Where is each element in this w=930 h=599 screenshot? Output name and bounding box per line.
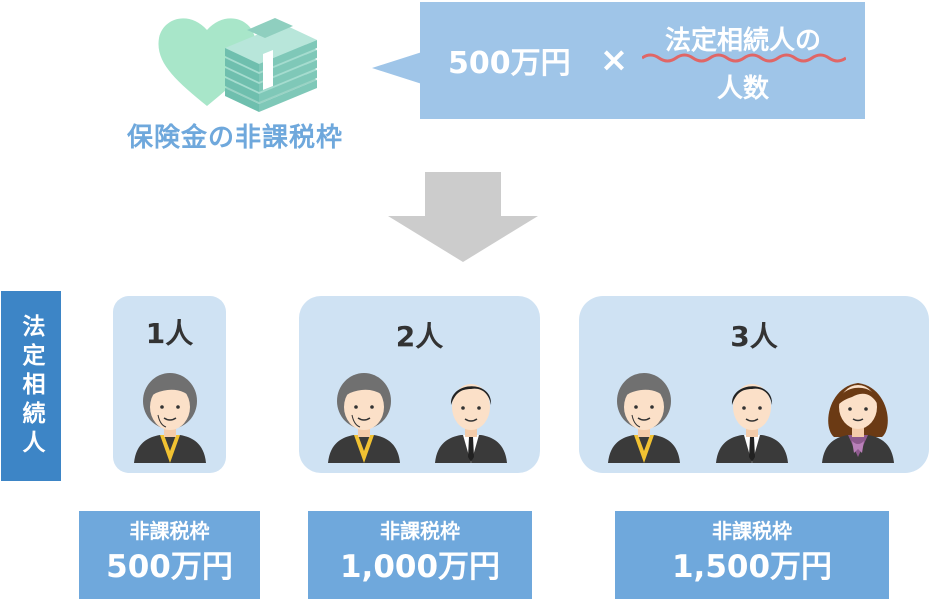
result-value: 1,500万円 bbox=[671, 549, 833, 585]
insurance-icon-group bbox=[155, 2, 325, 115]
result-label: 非課税枠 bbox=[129, 519, 210, 543]
result-label: 非課税枠 bbox=[380, 519, 460, 543]
multiply-symbol: × bbox=[599, 40, 629, 80]
money-stack-icon bbox=[225, 2, 317, 112]
elderly-woman-icon bbox=[607, 372, 681, 463]
result-value: 500万円 bbox=[106, 549, 233, 585]
man-in-suit-icon bbox=[434, 383, 508, 463]
man-in-suit-icon bbox=[715, 383, 789, 463]
result-label: 非課税枠 bbox=[712, 519, 792, 543]
elderly-woman-icon bbox=[327, 372, 401, 463]
woman-icon bbox=[821, 382, 895, 463]
heir-count-3: 3人 bbox=[730, 320, 778, 353]
result-value: 1,000万円 bbox=[339, 549, 501, 585]
page-title: 保険金の非課税枠 bbox=[126, 122, 343, 153]
bubble-tail bbox=[372, 52, 422, 84]
heirs-side-label-text: 法定相続人 bbox=[18, 313, 44, 459]
down-arrow-icon bbox=[388, 172, 538, 262]
formula-heirs-label: 法定相続人の bbox=[664, 25, 821, 56]
wavy-underline-icon bbox=[642, 53, 846, 63]
formula-bubble bbox=[420, 2, 865, 119]
heir-count-2: 2人 bbox=[395, 320, 444, 353]
result-box-1: 非課税枠 500万円 bbox=[79, 511, 260, 599]
result-box-2: 非課税枠 1,000万円 bbox=[308, 511, 532, 599]
formula-count-label: 人数 bbox=[716, 73, 769, 104]
heir-count-1: 1人 bbox=[145, 317, 194, 350]
formula-amount: 500万円 bbox=[448, 46, 571, 81]
elderly-woman-icon bbox=[133, 372, 207, 463]
heirs-side-label: 法定相続人 bbox=[1, 291, 61, 481]
result-box-3: 非課税枠 1,500万円 bbox=[615, 511, 889, 599]
